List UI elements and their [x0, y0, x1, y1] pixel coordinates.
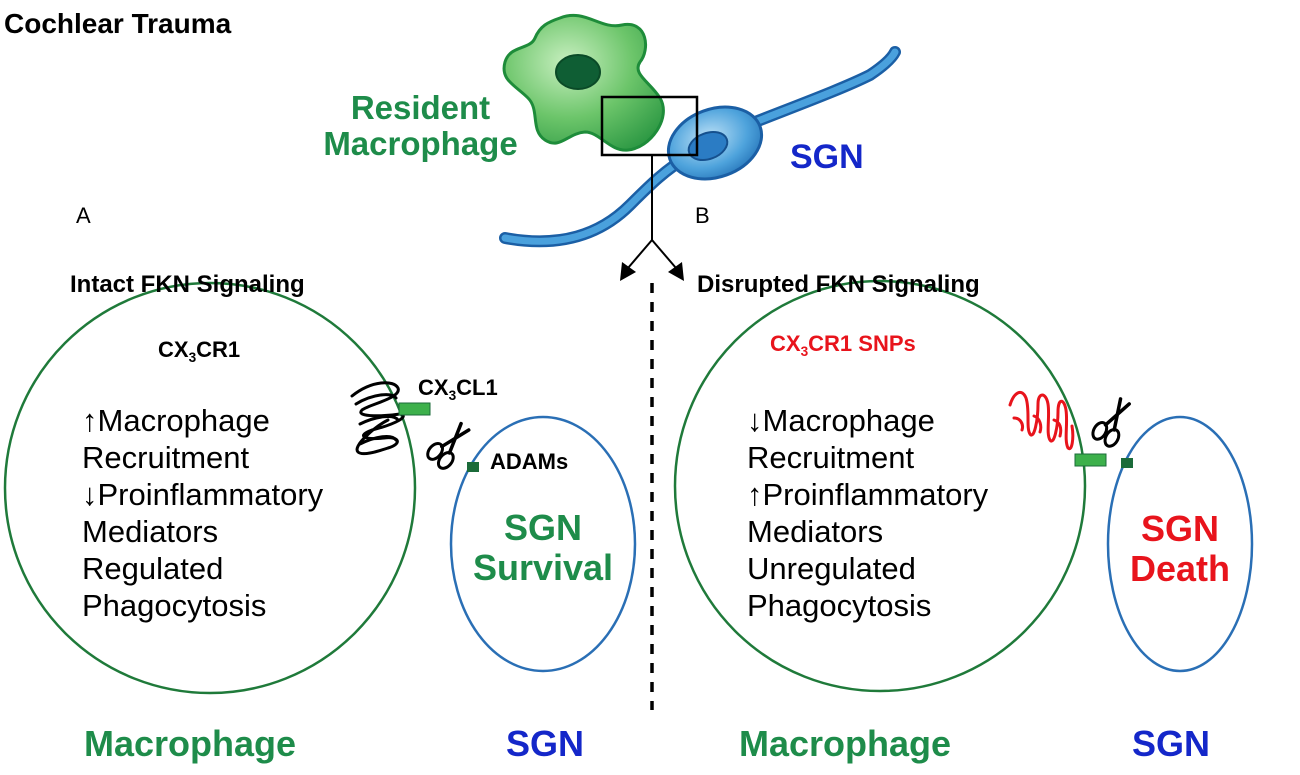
panel-a-effect-item: Phagocytosis [82, 588, 267, 623]
panel-a-receptor-label: CX3CR1 [158, 337, 241, 365]
panel-b-effect-item: Mediators [747, 514, 884, 549]
panel-a-sgn-cell [449, 415, 637, 673]
resident-macrophage-label-line1: Resident [350, 89, 491, 126]
panel-a-outcome-line2: Survival [472, 547, 614, 588]
panel-b-sgn-caption: SGN [1132, 723, 1211, 764]
panel-a-macrophage-cell [3, 281, 417, 695]
panel-b-effect-item: Phagocytosis [747, 588, 932, 623]
panel-a-adams-label: ADAMs [490, 449, 569, 474]
panel-a-heading: Intact FKN Signaling [70, 271, 305, 298]
zoom-box [600, 95, 699, 157]
scissors-icon [1091, 397, 1131, 448]
panel-b-effects-list: ↓Macrophage Recruitment ↑Proinflammatory… [747, 402, 988, 624]
panel-b-outcome: SGN Death [1120, 509, 1240, 589]
resident-macrophage-label-line2: Macrophage [323, 125, 518, 162]
panel-a-ligand-cx3cl1-bar [398, 402, 431, 416]
scissors-icon [426, 421, 471, 470]
resident-macrophage-label: Resident Macrophage [308, 90, 533, 162]
resident-macrophage-illustration [502, 13, 665, 152]
panel-b-macrophage-cell [673, 279, 1087, 693]
panel-b-receptor-suffix: CR1 SNPs [808, 331, 916, 356]
panel-b-macrophage-caption: Macrophage [739, 723, 952, 764]
panel-b-effect-item: Recruitment [747, 440, 915, 475]
panel-a-ligand-subscript: 3 [448, 387, 457, 403]
zoom-callout [600, 95, 699, 281]
top-sgn-label: SGN [790, 138, 864, 176]
arrowhead-left [620, 262, 636, 281]
panel-a-sgn-caption: SGN [506, 723, 585, 764]
panel-b-effect-item: ↓Macrophage [747, 403, 935, 438]
panel-b-receptor-prefix: CX [770, 331, 801, 356]
panel-a-adams-stub [467, 462, 479, 472]
panel-a-effect-item: ↑Macrophage [82, 403, 270, 438]
panel-b-letter: B [695, 203, 710, 228]
panel-b-ligand-fragment [1074, 453, 1107, 467]
panel-a-macrophage-caption: Macrophage [84, 723, 297, 764]
panel-a-outcome-line1: SGN [503, 507, 582, 548]
panel-a-receptor-subscript: 3 [188, 349, 197, 365]
panel-b-heading: Disrupted FKN Signaling [697, 271, 980, 298]
panel-a-effect-item: ↓Proinflammatory [82, 477, 324, 512]
panel-b-adams-stub [1121, 458, 1133, 468]
sgn-nucleus [687, 130, 729, 162]
panel-a-ligand-suffix: CL1 [456, 375, 498, 400]
panel-b-receptor-label: CX3CR1 SNPs [770, 331, 916, 359]
panel-b-outcome-line2: Death [1129, 548, 1231, 589]
panel-b-receptor-subscript: 3 [800, 343, 809, 359]
figure-title: Cochlear Trauma [4, 8, 232, 39]
panel-a-effect-item: Regulated [82, 551, 224, 586]
panel-a-receptor-suffix: CR1 [196, 337, 241, 362]
panel-b-effect-item: ↑Proinflammatory [747, 477, 989, 512]
panel-a-effect-item: Mediators [82, 514, 219, 549]
macrophage-nucleus [555, 54, 601, 90]
panel-a-outcome: SGN Survival [463, 508, 623, 588]
panel-a-effects-list: ↑Macrophage Recruitment ↓Proinflammatory… [82, 402, 323, 624]
panel-a-receptor-prefix: CX [158, 337, 189, 362]
panel-b-receptor-snp [1008, 390, 1075, 451]
panel-a-ligand-label: CX3CL1 [418, 375, 498, 403]
panel-a-ligand-prefix: CX [418, 375, 449, 400]
arrowhead-right [668, 262, 684, 281]
panel-b-effect-item: Unregulated [747, 551, 916, 586]
panel-a-effect-item: Recruitment [82, 440, 250, 475]
sgn-neuron-illustration [499, 46, 901, 248]
panel-b-outcome-line1: SGN [1140, 508, 1219, 549]
panel-b-sgn-cell [1106, 415, 1254, 673]
panel-a-letter: A [76, 203, 91, 228]
